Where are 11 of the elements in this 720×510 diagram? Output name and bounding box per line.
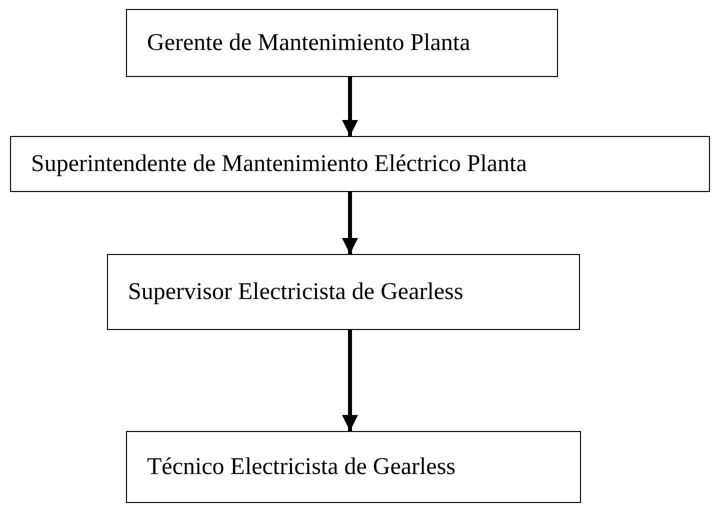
- process-box: [126, 9, 558, 77]
- role-title: Superintendente de Mantenimiento Eléctrico Planta: [31, 150, 527, 178]
- arrow: [342, 330, 358, 431]
- process-box: [126, 431, 581, 503]
- process-box: [10, 136, 710, 192]
- arrow: [342, 77, 358, 136]
- role-title: Supervisor Electricista de Gearless: [128, 278, 464, 306]
- role-title: Gerente de Mantenimiento Planta: [147, 30, 470, 56]
- process-box: [107, 254, 580, 330]
- role-title: Técnico Electricista de Gearless: [147, 454, 456, 480]
- arrow: [342, 192, 358, 254]
